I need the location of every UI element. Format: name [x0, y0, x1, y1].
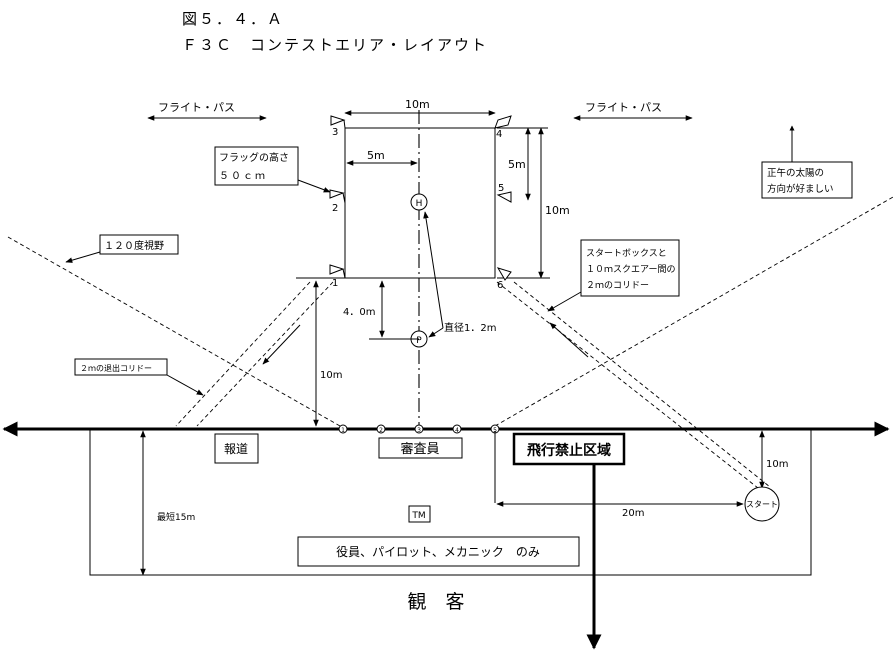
position-3-icon: [414, 424, 424, 434]
square-half-height-label: 5m: [508, 158, 526, 171]
start-corridor-note-line3: ２ｍのコリドー: [586, 281, 649, 291]
start-corridor-note-line2: １０ｍスクエアー間の: [586, 264, 675, 275]
flags: [329, 115, 512, 281]
start-circle: [744, 486, 780, 522]
flag-height-note-line1: フラッグの高さ: [219, 151, 289, 164]
pilot-positions: 1 2 3 4 5: [338, 424, 500, 434]
no-fly-zone-label: 飛行禁止区域: [526, 442, 611, 459]
start-corridor-note-line1: スタートボックスと: [586, 248, 667, 259]
flag-4-label: 4: [496, 129, 502, 140]
position-2-icon: [376, 424, 386, 434]
square-width-label: 10m: [405, 98, 430, 111]
flag-6-label: 6: [497, 280, 503, 291]
position-2-label: 2: [379, 427, 383, 434]
flag-1-icon: [329, 264, 346, 279]
tm-box: [408, 505, 431, 523]
sun-note-line2: 方向が好ましい: [767, 183, 834, 195]
marker-p-label: P: [416, 336, 422, 346]
view-line-left: [7, 236, 341, 427]
position-1-label: 1: [341, 427, 345, 434]
marker-h-circle: [410, 193, 428, 211]
figure-title: Ｆ３Ｃ コンテストエリア・レイアウト: [182, 36, 488, 54]
start-direction-arrow: [549, 322, 589, 358]
crew-only-label: 役員、パイロット、メカニック のみ: [336, 544, 540, 559]
crew-area-outline: [89, 429, 812, 576]
position-4-label: 4: [455, 427, 459, 434]
start-corridor-note-box: [580, 239, 680, 297]
spectators-label: 観 客: [407, 591, 464, 613]
judges-label: 審査員: [400, 442, 439, 457]
view-angle-note: １２０度視野: [104, 239, 164, 252]
flag-5-icon: [496, 191, 512, 203]
view-angle-note-box: [99, 234, 179, 255]
square-half-width-label: 5m: [367, 149, 385, 162]
flag-6-icon: [496, 267, 512, 281]
flight-path-left: フライト・パス: [147, 101, 267, 121]
flag-2-label: 2: [332, 203, 338, 214]
flag-4-icon: [494, 115, 512, 129]
min-distance-label: 最短15m: [157, 511, 195, 523]
p-offset-label: 4．0m: [343, 307, 375, 318]
press-label: 報道: [224, 442, 248, 456]
start-corridor: [496, 281, 771, 489]
flag-3-icon: [330, 115, 346, 129]
flag-3-label: 3: [332, 127, 338, 138]
diameter-label: 直径1．2m: [444, 321, 496, 334]
figure-number: 図５．４．Ａ: [182, 10, 284, 28]
position-1-icon: [338, 424, 348, 434]
start-across-label: 20m: [622, 508, 644, 519]
start-label: スタート: [746, 500, 778, 509]
press-box: [214, 433, 259, 464]
position-3-label: 3: [417, 427, 421, 434]
flight-path-right: フライト・パス: [573, 101, 693, 121]
exit-direction-arrow: [262, 324, 301, 365]
flag-height-note-line2: ５０ｃｍ: [219, 171, 267, 182]
position-5-label: 5: [493, 427, 497, 434]
marker-h-label: H: [416, 199, 423, 209]
exit-corridor: [175, 281, 334, 427]
sun-note-line1: 正午の太陽の: [767, 167, 824, 179]
crew-only-box: [297, 536, 580, 567]
view-line-right: [494, 196, 894, 427]
position-4-icon: [452, 424, 462, 434]
distance-to-line-label: 10m: [320, 370, 342, 381]
no-fly-zone-box: [512, 432, 626, 466]
tm-label: TM: [411, 511, 425, 521]
flag-5-label: 5: [498, 183, 504, 194]
flag-1-label: 1: [332, 278, 338, 289]
sun-note-box: [761, 161, 853, 199]
start-down-label: 10m: [766, 459, 788, 470]
flight-path-left-label: フライト・パス: [158, 101, 235, 114]
judges-box: [378, 437, 463, 459]
flag-height-note-box: [214, 146, 299, 186]
flight-path-right-label: フライト・パス: [585, 101, 662, 114]
flag-2-icon: [329, 189, 346, 204]
square-height-label: 10m: [545, 204, 570, 217]
exit-corridor-note-box: [74, 358, 168, 376]
exit-corridor-note: ２ｍの退出コリドー: [80, 363, 152, 373]
